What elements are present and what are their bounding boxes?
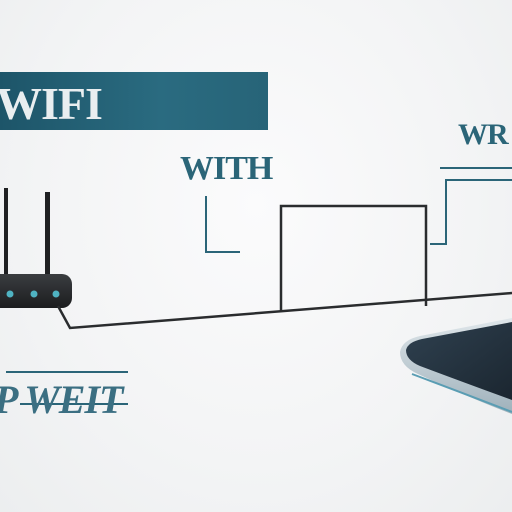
phone-side-accent <box>411 373 512 413</box>
connector-wr <box>430 179 512 245</box>
label-weit: P WEIT <box>0 377 123 422</box>
router-led-1 <box>6 290 14 298</box>
router-led-3 <box>52 290 60 298</box>
router-body <box>0 274 72 308</box>
main-cable <box>56 291 512 330</box>
antenna-right <box>45 192 50 282</box>
label-wr: WR <box>458 118 509 151</box>
label-with: WITH <box>180 150 273 187</box>
connection-lines <box>56 204 512 330</box>
connector-with <box>205 196 240 253</box>
phone-icon <box>400 318 512 414</box>
antenna-left <box>4 188 8 278</box>
router-antennas <box>4 188 50 282</box>
title-label: WIFI <box>0 78 103 129</box>
phone-screen <box>406 322 512 400</box>
title-banner <box>0 72 268 130</box>
router-icon <box>0 274 72 308</box>
teal-connectors <box>6 167 512 405</box>
central-box <box>279 204 428 312</box>
router-led-2 <box>30 290 38 298</box>
